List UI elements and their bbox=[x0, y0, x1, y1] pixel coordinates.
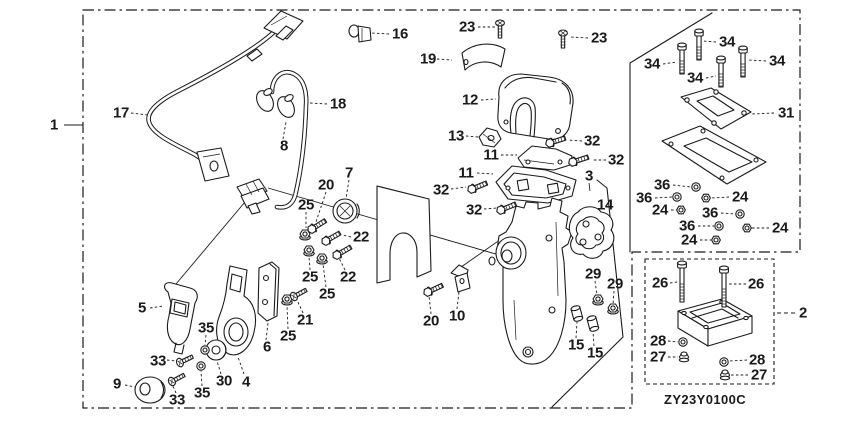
subassembly-box-hardware bbox=[629, 12, 713, 253]
arm-4 bbox=[216, 265, 257, 356]
part-callout-25: 25 bbox=[297, 196, 315, 214]
diagram-code: ZY23Y0100C bbox=[664, 392, 747, 407]
spacer-block-2 bbox=[677, 298, 753, 347]
part-callout-18: 18 bbox=[329, 95, 347, 113]
grip-5 bbox=[163, 282, 198, 355]
part-callout-20: 20 bbox=[317, 176, 335, 194]
part-callout-23: 23 bbox=[458, 18, 476, 36]
clip-16 bbox=[348, 24, 372, 43]
part-callout-25: 25 bbox=[301, 268, 319, 286]
part-callout-5: 5 bbox=[137, 299, 147, 317]
part-callout-24: 24 bbox=[731, 188, 749, 206]
bracket-14 bbox=[568, 206, 615, 259]
pad-19 bbox=[461, 43, 506, 71]
part-callout-10: 10 bbox=[448, 307, 466, 325]
part-callout-24: 24 bbox=[771, 219, 789, 237]
harness-cable-17 bbox=[146, 10, 304, 182]
clip-10 bbox=[450, 264, 471, 293]
part-callout-31: 31 bbox=[777, 104, 795, 122]
part-callout-35: 35 bbox=[193, 384, 211, 402]
part-callout-26: 26 bbox=[651, 274, 669, 292]
part-callout-29: 29 bbox=[584, 265, 602, 283]
plate-31 bbox=[680, 87, 752, 130]
part-callout-35: 35 bbox=[197, 319, 215, 337]
part-callout-33: 33 bbox=[149, 352, 167, 370]
part-callout-1: 1 bbox=[49, 116, 59, 134]
part-callout-22: 22 bbox=[352, 228, 370, 246]
part-callout-36: 36 bbox=[635, 189, 653, 207]
bracket-6 bbox=[257, 261, 280, 322]
disc-30 bbox=[205, 339, 227, 361]
part-callout-32: 32 bbox=[465, 201, 483, 219]
cover-12 bbox=[497, 73, 574, 140]
part-callout-2: 2 bbox=[798, 304, 808, 322]
back-plate bbox=[376, 185, 432, 284]
part-callout-7: 7 bbox=[344, 164, 354, 182]
part-callout-4: 4 bbox=[241, 373, 251, 391]
cap-9 bbox=[134, 376, 166, 404]
part-callout-11: 11 bbox=[458, 164, 474, 182]
part-callout-27: 27 bbox=[750, 366, 768, 384]
part-callout-34: 34 bbox=[718, 33, 736, 51]
part-callout-13: 13 bbox=[447, 127, 465, 145]
assembly-box-1 bbox=[82, 9, 801, 409]
part-callout-22: 22 bbox=[339, 268, 357, 286]
part-callout-25: 25 bbox=[318, 285, 336, 303]
part-callout-3: 3 bbox=[584, 167, 594, 185]
part-callout-15: 15 bbox=[567, 336, 585, 354]
part-callout-32: 32 bbox=[607, 151, 625, 169]
part-callout-36: 36 bbox=[701, 204, 719, 222]
connector-8-b bbox=[277, 96, 295, 118]
part-callout-32: 32 bbox=[432, 181, 450, 199]
part-callout-15: 15 bbox=[586, 344, 604, 362]
part-callout-23: 23 bbox=[590, 29, 608, 47]
part-callout-36: 36 bbox=[678, 217, 696, 235]
part-callout-32: 32 bbox=[583, 132, 601, 150]
part-callout-25: 25 bbox=[279, 327, 297, 345]
gasket-plate bbox=[661, 125, 767, 185]
clip-13 bbox=[478, 127, 502, 148]
subassembly-box-housing bbox=[551, 179, 624, 408]
part-callout-9: 9 bbox=[112, 375, 122, 393]
part-callout-11: 11 bbox=[483, 146, 499, 164]
part-callout-24: 24 bbox=[680, 231, 698, 249]
part-callout-34: 34 bbox=[643, 55, 661, 73]
part-callout-36: 36 bbox=[653, 176, 671, 194]
part-callout-17: 17 bbox=[112, 104, 130, 122]
part-callout-34: 34 bbox=[686, 69, 704, 87]
connector-4pin bbox=[236, 178, 270, 215]
connector-8-a bbox=[256, 90, 274, 112]
part-callout-20: 20 bbox=[422, 312, 440, 330]
part-callout-26: 26 bbox=[747, 275, 765, 293]
part-callout-14: 14 bbox=[596, 196, 614, 214]
part-callout-21: 21 bbox=[296, 311, 314, 329]
leader-lines bbox=[124, 26, 775, 394]
harness-18 bbox=[256, 70, 309, 210]
part-callout-33: 33 bbox=[168, 391, 186, 409]
knob-7 bbox=[332, 198, 360, 224]
part-callout-6: 6 bbox=[262, 338, 272, 356]
bracket-11-lower bbox=[495, 165, 577, 204]
part-callout-12: 12 bbox=[461, 91, 479, 109]
part-callout-29: 29 bbox=[606, 275, 624, 293]
part-callout-28: 28 bbox=[748, 351, 766, 369]
part-callout-16: 16 bbox=[391, 25, 409, 43]
part-callout-30: 30 bbox=[215, 372, 233, 390]
part-callout-8: 8 bbox=[279, 137, 289, 155]
part-callout-28: 28 bbox=[649, 332, 667, 350]
part-callout-27: 27 bbox=[649, 348, 667, 366]
housing-3 bbox=[488, 197, 573, 365]
assembly-box-2 bbox=[644, 258, 775, 385]
part-callout-24: 24 bbox=[651, 201, 669, 219]
part-callout-19: 19 bbox=[419, 50, 437, 68]
part-callout-34: 34 bbox=[768, 52, 786, 70]
